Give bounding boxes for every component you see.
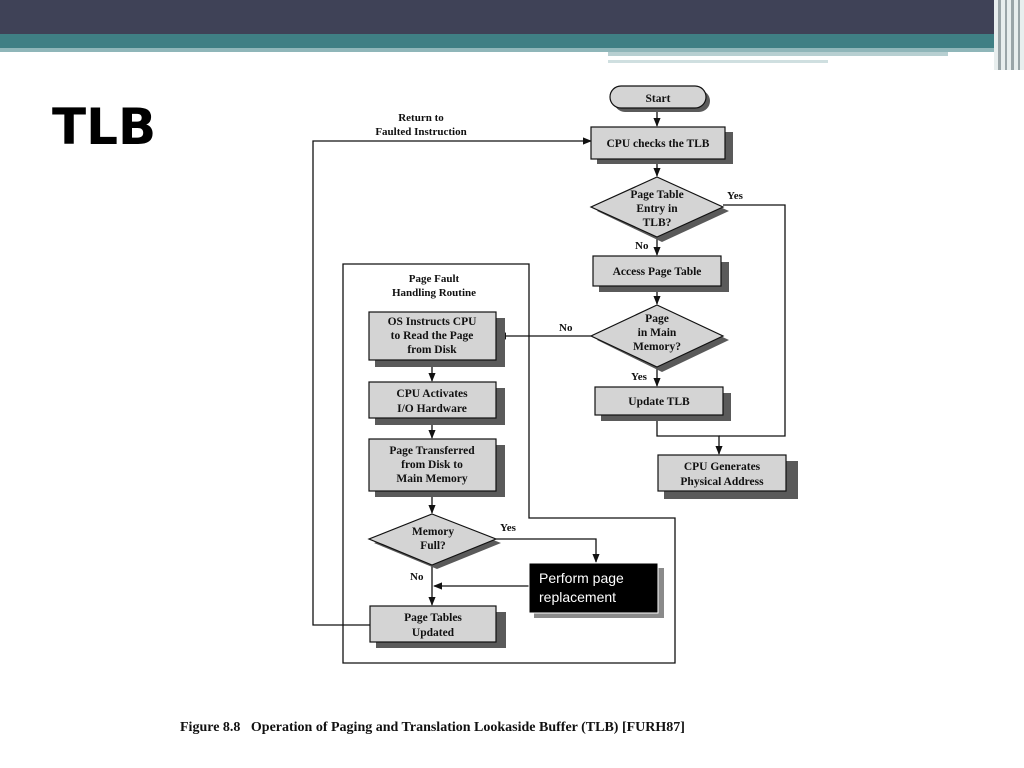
yes-label: Yes: [500, 522, 517, 534]
page-memory-line: in Main: [638, 327, 677, 339]
slide-deco-line: [608, 60, 828, 63]
cpu-generates-box: CPU Generates Physical Address: [657, 454, 798, 499]
perform-replacement-line: replacement: [539, 589, 616, 605]
perform-replacement-box: Perform page replacement: [528, 562, 664, 618]
no-label: No: [635, 240, 649, 252]
page-fault-routine-frame: [342, 263, 676, 664]
slide-accent-band: [0, 34, 1024, 48]
page-memory-line: Memory?: [633, 341, 681, 353]
routine-label-line: Handling Routine: [392, 287, 476, 299]
page-transferred-line: from Disk to: [401, 459, 463, 471]
memory-full-line: Memory: [412, 526, 454, 538]
pte-line: Entry in: [636, 203, 678, 215]
update-tlb-box: Update TLB: [594, 386, 731, 421]
slide-deco-line: [608, 52, 948, 56]
figure-caption: Figure 8.8 Operation of Paging and Trans…: [180, 720, 685, 735]
memory-full-decision: Memory Full?: [367, 513, 501, 569]
page-transferred-line: Main Memory: [396, 473, 467, 485]
page-tables-updated-box: Page Tables Updated: [369, 605, 506, 648]
slide-title: TLB: [52, 98, 157, 156]
yes-label: Yes: [631, 371, 648, 383]
os-instructs-line: from Disk: [407, 344, 457, 356]
yes-label: Yes: [727, 190, 744, 202]
page-tables-updated-line: Page Tables: [404, 612, 462, 624]
no-label: No: [410, 571, 424, 583]
start-terminator: Start: [609, 85, 710, 112]
page-tables-updated-line: Updated: [412, 627, 455, 639]
os-instructs-box: OS Instructs CPU to Read the Page from D…: [368, 311, 505, 367]
slide-top-bar: [0, 0, 1024, 34]
pte-in-tlb-decision: Page Table Entry in TLB?: [589, 176, 729, 242]
pte-line: Page Table: [630, 189, 683, 201]
page-in-memory-decision: Page in Main Memory?: [589, 304, 729, 372]
cpu-checks-tlb-label: CPU checks the TLB: [607, 138, 710, 150]
page-memory-line: Page: [645, 313, 669, 325]
cpu-activates-line: I/O Hardware: [397, 403, 467, 415]
page-transferred-line: Page Transferred: [389, 445, 475, 457]
perform-replacement-line: Perform page: [539, 570, 624, 586]
start-label: Start: [646, 93, 671, 105]
access-page-table-label: Access Page Table: [613, 266, 702, 278]
memory-full-line: Full?: [420, 540, 446, 552]
page-transferred-box: Page Transferred from Disk to Main Memor…: [368, 438, 505, 497]
slide-deco-stripes: [994, 0, 1024, 70]
routine-label-line: Page Fault: [409, 273, 460, 285]
no-label: No: [559, 322, 573, 334]
os-instructs-line: to Read the Page: [391, 330, 474, 342]
cpu-generates-line: CPU Generates: [684, 461, 761, 473]
return-label-line: Faulted Instruction: [375, 126, 466, 138]
cpu-generates-line: Physical Address: [680, 476, 764, 488]
os-instructs-line: OS Instructs CPU: [388, 316, 478, 328]
cpu-activates-box: CPU Activates I/O Hardware: [368, 381, 505, 425]
update-tlb-label: Update TLB: [628, 396, 690, 408]
return-label-line: Return to: [398, 112, 444, 124]
pte-line: TLB?: [643, 217, 672, 229]
access-page-table-box: Access Page Table: [592, 255, 729, 292]
cpu-activates-line: CPU Activates: [396, 388, 468, 400]
cpu-checks-tlb-box: CPU checks the TLB: [590, 126, 733, 164]
slide-accent-band-light: [0, 48, 1024, 52]
